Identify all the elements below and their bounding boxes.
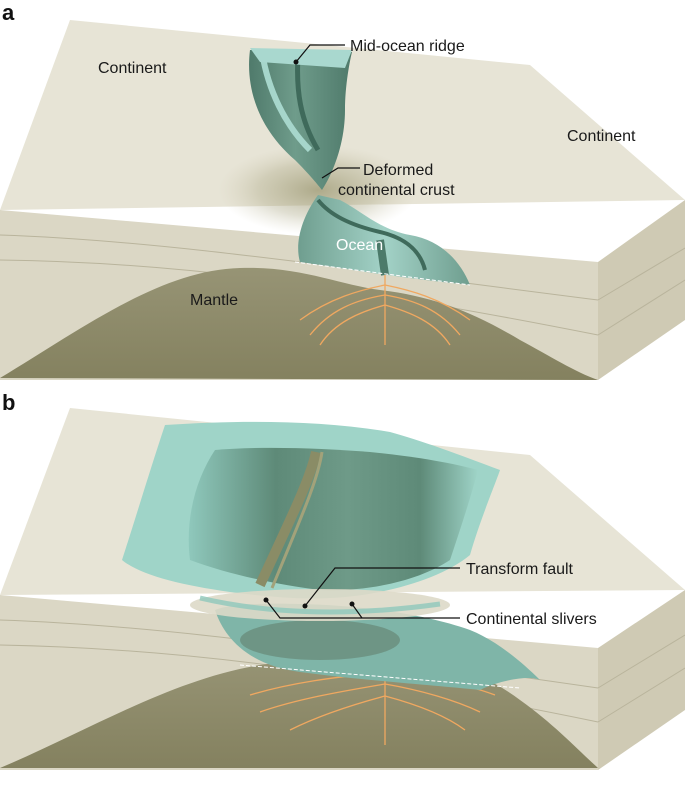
ocean-channel-upper-a: [249, 50, 352, 190]
leader-dot: [349, 601, 355, 607]
ocean-front-edge-b: [239, 664, 521, 689]
transform-fault-wall: [255, 450, 321, 588]
layer-line: [597, 667, 685, 723]
mantle-a: [0, 267, 598, 380]
block-side-b: [598, 590, 685, 770]
label-mantle: Mantle: [190, 292, 238, 309]
transform-fault-edge: [270, 451, 324, 589]
deformed-halo-a: [218, 145, 418, 235]
leader-dot: [263, 597, 269, 603]
label-continent-right: Continent: [567, 128, 636, 145]
layer-line: [597, 279, 685, 336]
label-ocean: Ocean: [336, 237, 383, 254]
label-continent-left: Continent: [98, 60, 167, 77]
label-continental-slivers: Continental slivers: [466, 611, 597, 628]
leader-deformed-crust: [321, 167, 360, 179]
leader-continental-slivers-2: [351, 603, 363, 619]
ridge-crest-a: [259, 51, 313, 153]
ridge-axis-lower-a: [316, 198, 427, 271]
leader-continental-slivers-1: [265, 599, 460, 619]
leader-transform-fault: [304, 567, 460, 607]
block-side-a: [598, 200, 685, 380]
ocean-wall-b: [188, 447, 478, 591]
magma-veins-a: [299, 275, 471, 346]
continental-slivers-zone: [190, 589, 450, 621]
sliver-fringe: [199, 595, 441, 615]
leader-dot: [293, 59, 299, 65]
panel-b: b: [0, 390, 685, 770]
label-deformed-line1: Deformed: [363, 162, 433, 179]
layer-line: [597, 634, 685, 689]
leader-mid-ocean-ridge: [295, 44, 345, 63]
ocean-surface-a: [250, 48, 352, 68]
label-deformed-line2: continental crust: [338, 182, 455, 199]
ocean-front-edge-a: [294, 261, 471, 286]
layer-line: [597, 247, 685, 301]
panel-a: a: [0, 0, 685, 380]
panel-letter-a: a: [2, 0, 15, 25]
layer-line: [0, 234, 599, 301]
inner-basin-b: [240, 620, 400, 660]
ridge-wall-a: [376, 239, 389, 276]
panel-letter-b: b: [2, 390, 15, 415]
leader-dot: [302, 603, 308, 609]
label-mid-ocean-ridge: Mid-ocean ridge: [350, 38, 465, 55]
ridge-axis-a: [295, 55, 321, 152]
label-transform-fault: Transform fault: [466, 561, 574, 578]
